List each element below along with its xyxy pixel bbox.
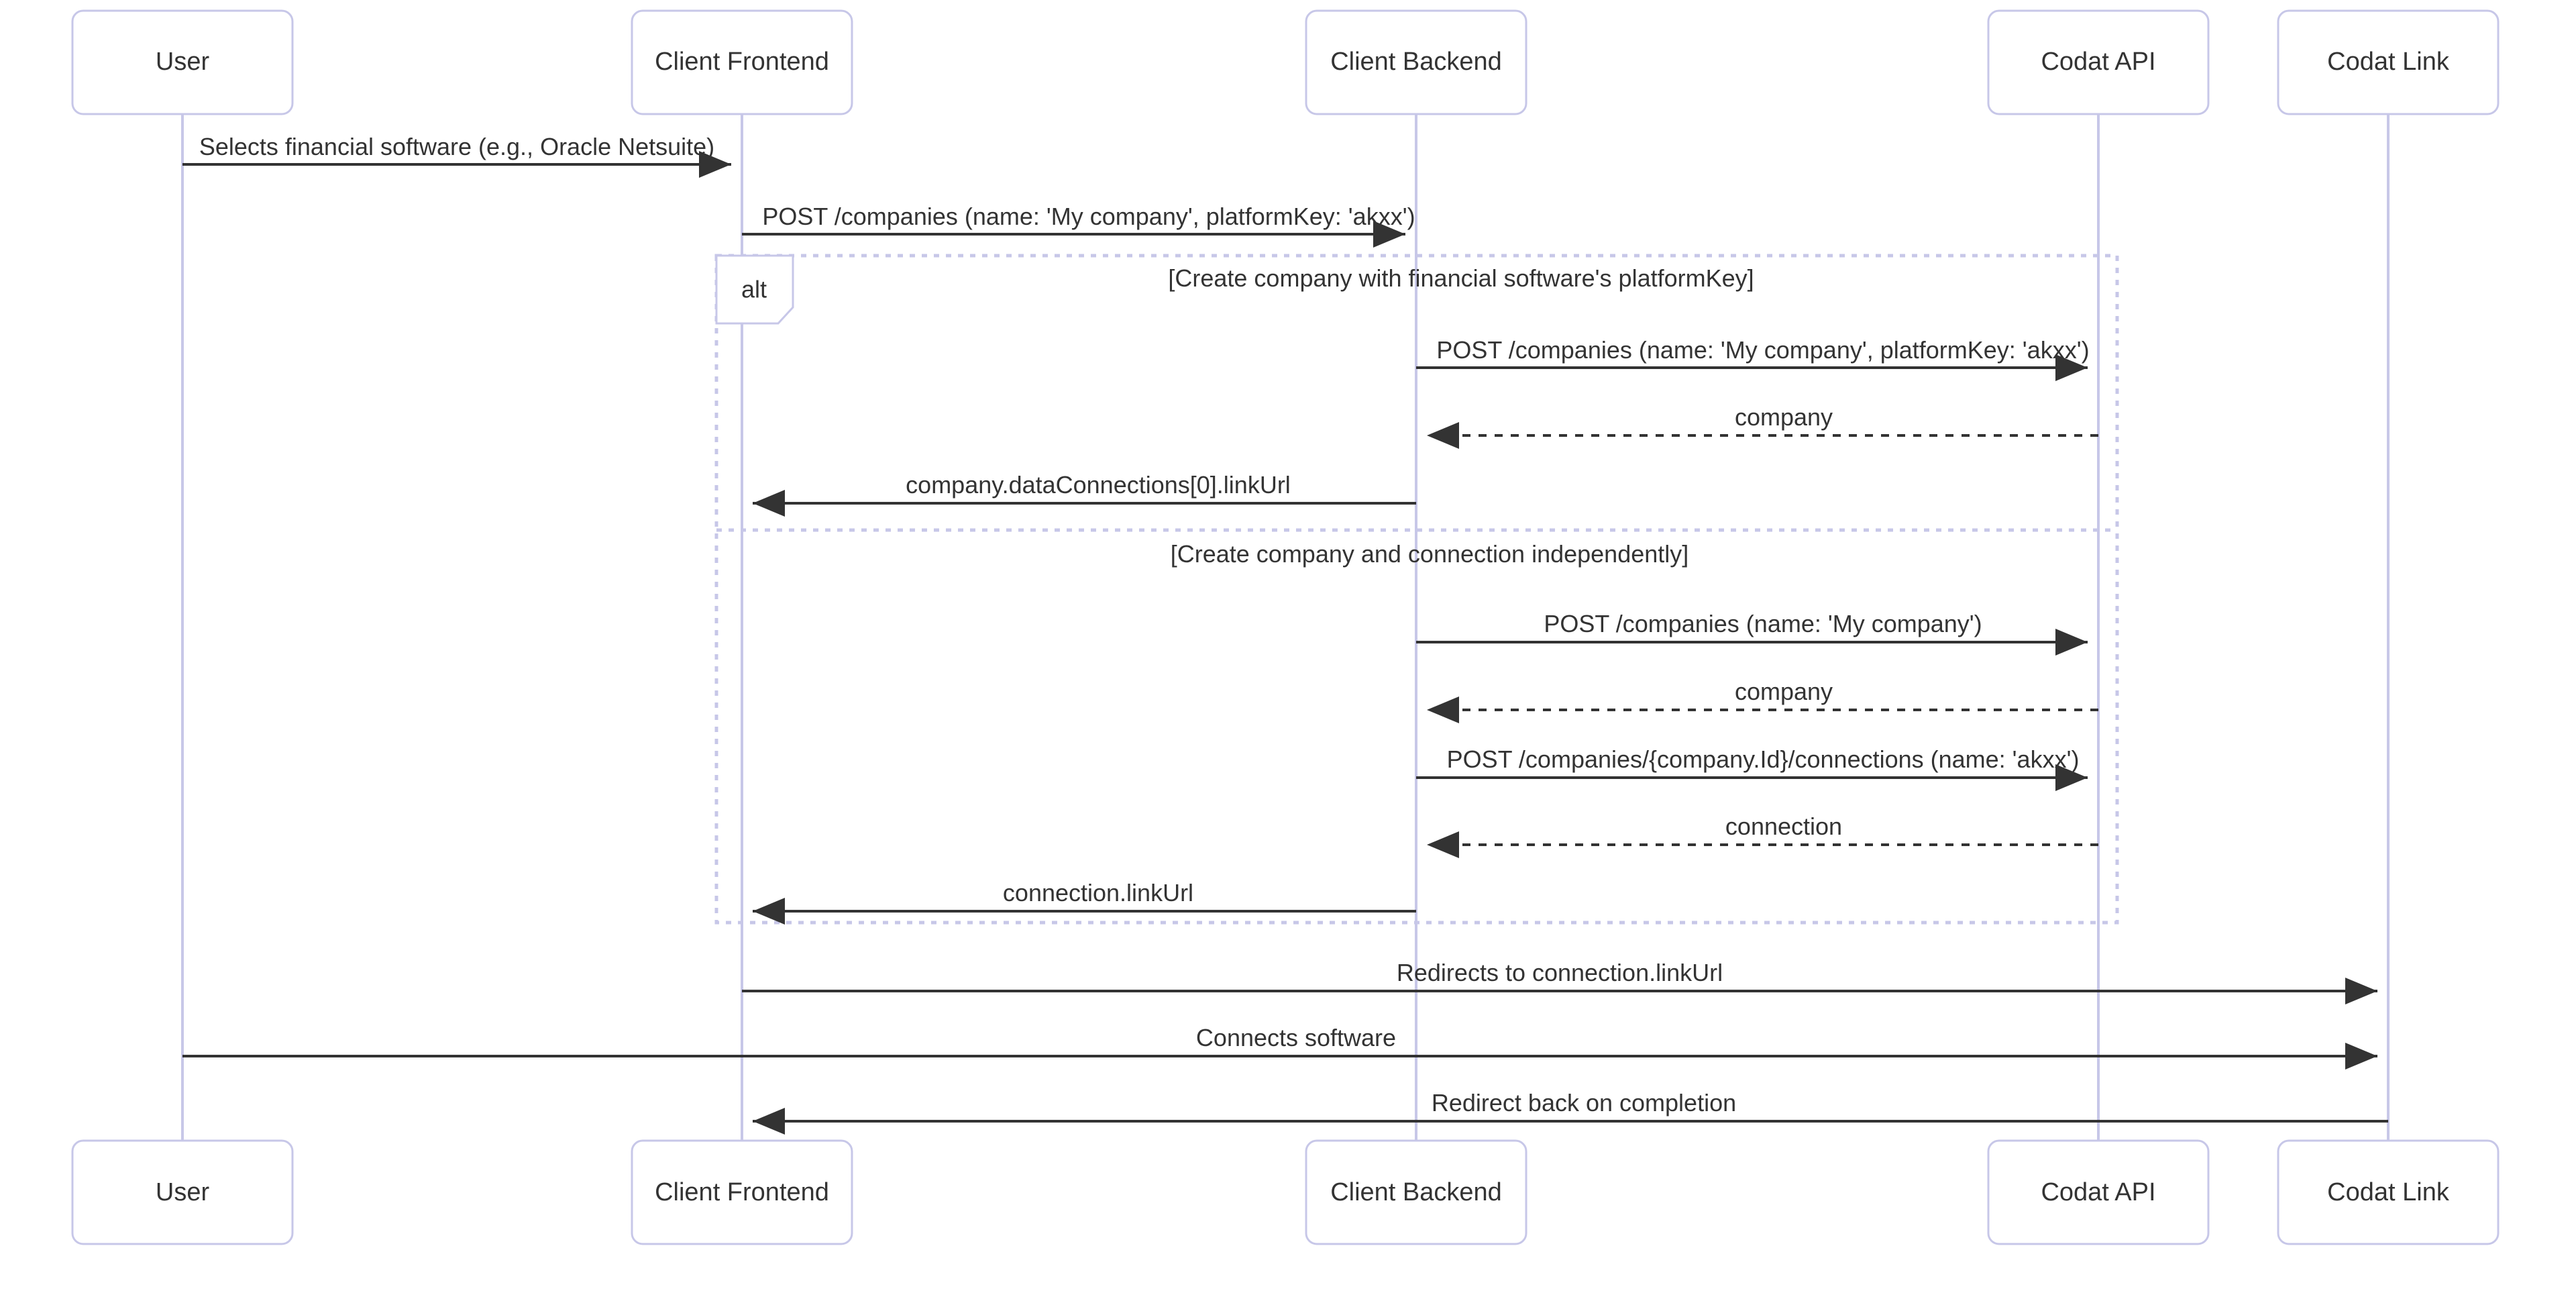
- participant-top-frontend-box: [631, 9, 853, 115]
- message-8-label: connection: [1725, 813, 1842, 840]
- participant-top-backend-label: Client Backend: [1330, 48, 1502, 76]
- participant-bottom-user-box: [71, 1139, 294, 1245]
- participant-top-link[interactable]: Codat Link: [2277, 9, 2500, 115]
- participant-top-api-label: Codat API: [2041, 48, 2155, 76]
- participant-bottom-link[interactable]: Codat Link: [2277, 1139, 2500, 1245]
- participant-top-frontend[interactable]: Client Frontend: [631, 9, 853, 115]
- alt-frame-tab-label: alt: [741, 276, 767, 303]
- participant-bottom-frontend[interactable]: Client Frontend: [631, 1139, 853, 1245]
- participant-top-api-box: [1987, 9, 2210, 115]
- participant-bottom-link-box: [2277, 1139, 2500, 1245]
- participants-top: User Client Frontend Client Backend Coda…: [71, 9, 2500, 115]
- participant-bottom-user[interactable]: User: [71, 1139, 294, 1245]
- participant-top-user-box: [71, 9, 294, 115]
- participant-top-link-box: [2277, 9, 2500, 115]
- message-9-label: connection.linkUrl: [1003, 879, 1193, 906]
- message-12[interactable]: Redirect back on completion: [753, 1089, 2388, 1135]
- message-1[interactable]: POST /companies (name: 'My company', pla…: [742, 203, 1415, 248]
- participants-bottom: User Client Frontend Client Backend Coda…: [71, 1139, 2500, 1245]
- message-7-label: POST /companies/{company.Id}/connections…: [1447, 745, 2080, 773]
- message-4-label: company.dataConnections[0].linkUrl: [906, 471, 1291, 499]
- alt-frame-tab: [715, 254, 794, 325]
- message-3-label: company: [1735, 403, 1833, 431]
- message-2-label: POST /companies (name: 'My company', pla…: [1436, 336, 2089, 364]
- participant-top-backend[interactable]: Client Backend: [1305, 9, 1527, 115]
- participant-top-user[interactable]: User: [71, 9, 294, 115]
- message-6[interactable]: company: [1427, 678, 2098, 723]
- message-6-label: company: [1735, 678, 1833, 705]
- message-9[interactable]: connection.linkUrl: [753, 879, 1416, 925]
- message-7[interactable]: POST /companies/{company.Id}/connections…: [1416, 745, 2088, 791]
- messages: Selects financial software (e.g., Oracle…: [182, 133, 2388, 1135]
- message-0-label: Selects financial software (e.g., Oracle…: [199, 133, 714, 160]
- participant-bottom-backend-label: Client Backend: [1330, 1178, 1502, 1206]
- message-11-label: Connects software: [1196, 1024, 1396, 1051]
- participant-bottom-frontend-label: Client Frontend: [655, 1178, 829, 1206]
- message-12-label: Redirect back on completion: [1432, 1089, 1736, 1116]
- alt-branch-2-condition: [Create company and connection independe…: [1171, 540, 1689, 568]
- message-1-label: POST /companies (name: 'My company', pla…: [762, 203, 1415, 230]
- participant-top-api[interactable]: Codat API: [1987, 9, 2210, 115]
- message-2[interactable]: POST /companies (name: 'My company', pla…: [1416, 336, 2090, 381]
- alt-frame-border: [714, 254, 2119, 925]
- participant-top-backend-box: [1305, 9, 1527, 115]
- message-5-label: POST /companies (name: 'My company'): [1544, 610, 1982, 637]
- alt-fragment: alt [Create company with financial softw…: [714, 254, 2119, 925]
- participant-top-link-label: Codat Link: [2327, 48, 2450, 76]
- message-8[interactable]: connection: [1427, 813, 2098, 858]
- participant-bottom-link-label: Codat Link: [2327, 1178, 2450, 1206]
- participant-bottom-user-label: User: [156, 1178, 210, 1206]
- alt-branch-1-condition: [Create company with financial software'…: [1168, 264, 1754, 292]
- message-3[interactable]: company: [1427, 403, 2098, 449]
- participant-bottom-frontend-box: [631, 1139, 853, 1245]
- participant-bottom-api-box: [1987, 1139, 2210, 1245]
- participant-bottom-backend-box: [1305, 1139, 1527, 1245]
- message-5[interactable]: POST /companies (name: 'My company'): [1416, 610, 2088, 656]
- participant-bottom-api-label: Codat API: [2041, 1178, 2155, 1206]
- participant-top-frontend-label: Client Frontend: [655, 48, 829, 76]
- message-10-label: Redirects to connection.linkUrl: [1397, 959, 1723, 986]
- message-11[interactable]: Connects software: [182, 1024, 2377, 1070]
- participant-top-user-label: User: [156, 48, 210, 76]
- participant-bottom-backend[interactable]: Client Backend: [1305, 1139, 1527, 1245]
- message-0[interactable]: Selects financial software (e.g., Oracle…: [182, 133, 731, 178]
- participant-bottom-api[interactable]: Codat API: [1987, 1139, 2210, 1245]
- message-10[interactable]: Redirects to connection.linkUrl: [742, 959, 2377, 1004]
- message-4[interactable]: company.dataConnections[0].linkUrl: [753, 471, 1416, 517]
